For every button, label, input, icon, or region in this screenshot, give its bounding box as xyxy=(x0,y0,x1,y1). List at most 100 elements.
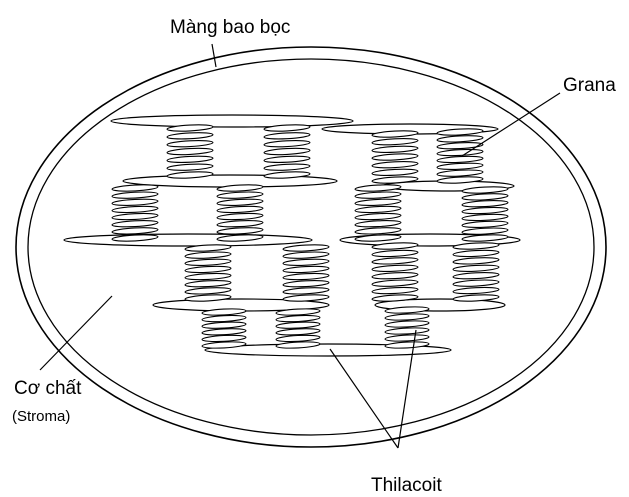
granum-stack xyxy=(461,186,509,242)
thylakoid-disc xyxy=(216,212,264,221)
thylakoid-disc xyxy=(436,135,484,143)
thylakoid-disc xyxy=(371,168,419,177)
thylakoid-disc xyxy=(201,341,247,349)
thylakoid-disc xyxy=(111,220,159,228)
thylakoid-disc xyxy=(111,198,159,206)
thylakoid-disc xyxy=(354,220,402,228)
thylakoid-disc xyxy=(371,249,419,258)
thylakoid-disc xyxy=(371,242,419,250)
thylakoid-disc xyxy=(371,176,419,184)
thylakoid-disc xyxy=(452,249,500,258)
granum-stack xyxy=(282,244,330,302)
thylakoid-disc xyxy=(452,286,500,295)
thylakoid-disc xyxy=(263,155,311,164)
granum-stack xyxy=(111,184,159,242)
thylakoid-label: Thilacoit xyxy=(371,475,442,496)
envelope-label: Màng bao bọc xyxy=(170,17,290,38)
thylakoid-disc xyxy=(384,306,430,314)
thylakoid-disc xyxy=(201,334,247,343)
granum-stack xyxy=(384,306,430,349)
thylakoid-disc xyxy=(436,142,484,150)
thylakoid-disc xyxy=(384,341,430,349)
thylakoid-disc xyxy=(166,163,214,171)
thylakoid-disc xyxy=(111,227,159,235)
thylakoid-disc xyxy=(461,234,509,242)
thylakoid-disc xyxy=(384,320,430,328)
thylakoid-leader-2 xyxy=(397,329,417,449)
thylakoid-disc xyxy=(275,334,321,343)
thylakoid-disc xyxy=(452,264,500,272)
thylakoid-disc xyxy=(263,139,311,148)
outer-membrane xyxy=(15,46,607,448)
thylakoid-disc xyxy=(371,137,419,146)
thylakoid-disc xyxy=(216,205,264,214)
thylakoid-disc xyxy=(282,280,330,288)
thylakoid-disc xyxy=(371,257,419,265)
thylakoid-disc xyxy=(461,193,509,201)
grana-label: Grana xyxy=(563,75,616,96)
thylakoid-disc xyxy=(216,191,264,199)
thylakoid-disc xyxy=(275,308,321,316)
thylakoid-disc xyxy=(371,153,419,161)
thylakoid-disc xyxy=(461,227,509,235)
thylakoid-disc xyxy=(384,327,430,335)
thylakoid-disc xyxy=(282,287,330,295)
stroma-sub-label: (Stroma) xyxy=(12,408,70,425)
thylakoid-disc xyxy=(461,200,509,208)
thylakoid-disc xyxy=(461,220,509,228)
thylakoid-disc xyxy=(111,191,159,199)
thylakoid-disc xyxy=(184,294,232,302)
thylakoid-disc xyxy=(275,321,321,329)
thylakoid-disc xyxy=(184,258,232,266)
thylakoid-disc xyxy=(184,251,232,259)
thylakoid-disc xyxy=(354,227,402,235)
thylakoid-disc xyxy=(354,184,402,192)
thylakoid-disc xyxy=(216,198,264,206)
thylakoid-disc xyxy=(166,132,214,140)
thylakoid-disc xyxy=(201,314,247,323)
thylakoid-disc xyxy=(282,294,330,302)
thylakoid-disc xyxy=(452,279,500,287)
thylakoid-disc xyxy=(436,162,484,170)
envelope-leader xyxy=(211,43,217,68)
thylakoid-disc xyxy=(371,279,419,287)
thylakoid-disc xyxy=(263,171,311,179)
thylakoid-disc xyxy=(384,334,430,342)
inner-membrane xyxy=(27,58,595,436)
thylakoid-disc xyxy=(282,244,330,252)
thylakoid-disc xyxy=(111,184,159,192)
thylakoid-disc xyxy=(371,264,419,272)
granum-stack xyxy=(216,184,264,242)
thylakoid-disc xyxy=(371,286,419,295)
thylakoid-disc xyxy=(216,220,264,228)
granum-stack xyxy=(201,308,247,349)
thylakoid-disc xyxy=(452,257,500,265)
thylakoid-disc xyxy=(461,213,509,222)
granum-stack xyxy=(452,242,500,302)
thylakoid-disc xyxy=(371,130,419,138)
granum-stack xyxy=(436,128,484,184)
thylakoid-disc xyxy=(452,272,500,280)
granum-stack xyxy=(354,184,402,242)
leader-lines xyxy=(39,43,561,449)
thylakoid-disc xyxy=(216,234,264,242)
thylakoid-disc xyxy=(452,294,500,302)
thylakoid-disc xyxy=(184,265,232,274)
granum-stack xyxy=(371,242,419,302)
thylakoid-disc xyxy=(282,265,330,274)
thylakoid-disc xyxy=(166,171,214,179)
thylakoid-disc xyxy=(461,186,509,194)
grana-leader xyxy=(461,92,561,157)
thylakoid-disc xyxy=(216,184,264,192)
thylakoid-disc xyxy=(436,155,484,164)
thylakoid-disc xyxy=(275,314,321,323)
thylakoid-disc xyxy=(436,128,484,136)
granum-stack xyxy=(263,124,311,179)
thylakoid-disc xyxy=(354,212,402,221)
thylakoid-disc xyxy=(201,308,247,316)
thylakoid-disc xyxy=(111,212,159,221)
thylakoid-disc xyxy=(184,272,232,281)
thylakoid-disc xyxy=(166,124,214,132)
thylakoid-disc xyxy=(166,139,214,148)
